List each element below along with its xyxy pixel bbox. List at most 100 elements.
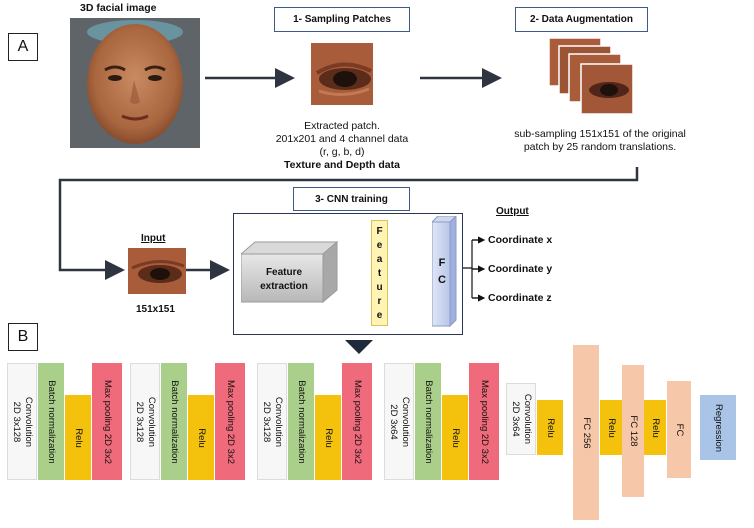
patch-caption-line4: Texture and Depth data — [284, 159, 400, 171]
layer-label-line1: Batch normalization — [296, 379, 307, 464]
layer-label-line2: 2D 3x64 — [510, 401, 521, 437]
layer-reg: Regression — [700, 395, 736, 460]
feature-letter: e — [376, 239, 383, 251]
layer-label-line1: Convolution — [146, 396, 157, 447]
step-sampling-patches: 1- Sampling Patches — [274, 7, 410, 32]
layer-label-line1: Relu — [323, 427, 334, 448]
aug-caption-line2: patch by 25 random translations. — [523, 141, 677, 153]
layer-pool: Max pooling 2D 3x2 — [215, 363, 245, 480]
feature-extraction-line1: Feature — [265, 267, 303, 278]
layer-label-line1: Relu — [650, 417, 661, 438]
layer-relu: Relu — [442, 395, 468, 480]
layer-label-line1: Max pooling 2D 3x2 — [352, 379, 363, 464]
feature-letter: e — [376, 309, 383, 321]
layer-label-line2: 2D 3x64 — [388, 403, 399, 440]
layer-label-line1: Max pooling 2D 3x2 — [479, 379, 490, 464]
layer-label-line1: Convolution — [273, 396, 284, 447]
layer-relu: Relu — [65, 395, 91, 480]
layer-label-line1: Relu — [545, 417, 556, 438]
face-image — [70, 18, 200, 148]
layer-label: Relu — [72, 428, 84, 448]
layer-label-line1: Max pooling 2D 3x2 — [225, 379, 236, 464]
fc-label: F C — [434, 255, 450, 289]
layer-label: FC 256 — [580, 417, 592, 448]
layer-label-line1: Batch normalization — [169, 379, 180, 464]
output-coordinate-z: Coordinate z — [488, 292, 552, 304]
patch-caption-line2: 201x201 and 4 channel data — [275, 133, 409, 145]
feature-letter: F — [376, 225, 383, 237]
layer-label: Max pooling 2D 3x2 — [351, 380, 363, 464]
input-size-label: 151x151 — [136, 304, 175, 315]
layer-label: Max pooling 2D 3x2 — [478, 380, 490, 464]
layer-bn: Batch normalization — [38, 363, 64, 480]
layer-label: Regression — [712, 403, 724, 451]
layer-label: FC — [673, 423, 685, 436]
output-label: Output — [496, 206, 529, 217]
layer-bn: Batch normalization — [161, 363, 187, 480]
input-patch-image — [128, 248, 186, 294]
layer-relu: Relu — [315, 395, 341, 480]
output-coordinate-y: Coordinate y — [488, 263, 553, 275]
layer-label: Relu — [449, 428, 461, 448]
feature-extraction-block — [241, 240, 339, 304]
layer-label: Relu — [544, 418, 556, 438]
feature-letter: a — [376, 253, 383, 265]
feature-letter: r — [377, 295, 382, 307]
layer-label-line1: Batch normalization — [423, 379, 434, 464]
layer-pool: Max pooling 2D 3x2 — [92, 363, 122, 480]
aug-caption-line1: sub-sampling 151x151 of the original — [514, 128, 686, 140]
layer-label-line1: Convolution — [522, 393, 533, 445]
layer-label-line1: Relu — [196, 427, 207, 448]
layer-label-line1: Regression — [713, 403, 724, 452]
layer-label: FC 128 — [627, 415, 639, 446]
layer-label: Max pooling 2D 3x2 — [101, 380, 113, 464]
augmentation-caption: sub-sampling 151x151 of the original pat… — [500, 128, 700, 154]
fc-letter: C — [438, 274, 446, 286]
layer-bn: Batch normalization — [288, 363, 314, 480]
layer-label-line1: FC 256 — [581, 416, 592, 449]
layer-label: Batch normalization — [295, 380, 307, 463]
layer-label-line2: 2D 3x128 — [261, 401, 272, 442]
layer-label-line1: Batch normalization — [46, 379, 57, 464]
layer-relu: Relu — [537, 400, 563, 455]
step-data-augmentation: 2- Data Augmentation — [515, 7, 648, 32]
fc-letter: F — [438, 257, 446, 269]
layer-pool: Max pooling 2D 3x2 — [342, 363, 372, 480]
layer-label: Relu — [195, 428, 207, 448]
feature-extraction-line2: extraction — [260, 281, 308, 292]
panel-b-label: B — [8, 323, 38, 351]
feature-letter: t — [377, 267, 382, 279]
layer-label-line1: Relu — [606, 417, 617, 438]
fc-block — [432, 216, 457, 328]
layer-label: Relu — [649, 418, 661, 438]
layer-label-line2: 2D 3x128 — [134, 401, 145, 442]
layer-label-line1: FC 128 — [628, 415, 639, 447]
input-label: Input — [141, 233, 166, 244]
layer-label: Relu — [605, 418, 617, 438]
layer-relu: Relu — [600, 400, 622, 455]
layer-fc: FC 256 — [573, 345, 599, 520]
layer-fc: FC 128 — [622, 365, 644, 497]
feature-extraction-label: Feature extraction — [244, 266, 324, 294]
layer-label: Max pooling 2D 3x2 — [224, 380, 236, 464]
layer-label: Batch normalization — [45, 380, 57, 463]
feature-vector: F e a t u r e — [371, 220, 388, 326]
layer-label-line1: Max pooling 2D 3x2 — [102, 379, 113, 464]
layer-relu: Relu — [188, 395, 214, 480]
patch-caption: Extracted patch. 201x201 and 4 channel d… — [262, 120, 422, 172]
layer-label-line1: Convolution — [23, 396, 34, 447]
feature-letter: u — [376, 281, 383, 293]
layer-label-line2: 2D 3x128 — [11, 401, 22, 442]
output-coordinate-x: Coordinate x — [488, 234, 553, 246]
patch-caption-line3: (r, g, b, d) — [319, 146, 365, 158]
layer-pool: Max pooling 2D 3x2 — [469, 363, 499, 480]
